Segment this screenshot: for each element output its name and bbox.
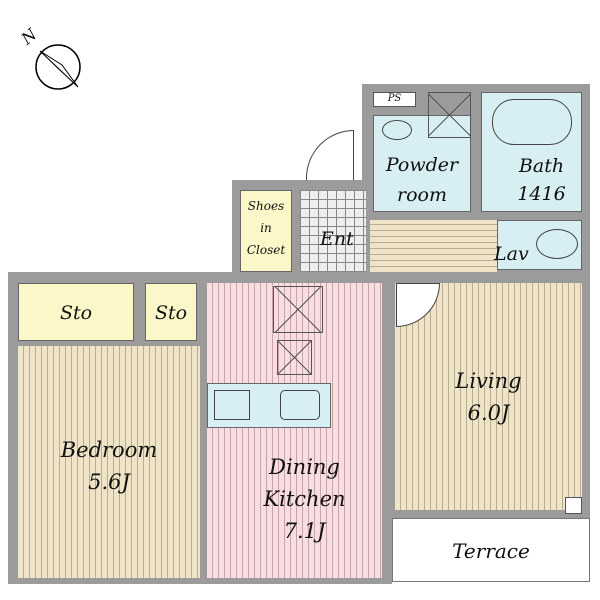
bathtub-icon	[492, 99, 572, 145]
storage-1: Sto	[18, 283, 134, 341]
living-size-label: 6.0J	[467, 401, 510, 425]
dining-label: Dining	[269, 455, 340, 479]
fridge-space	[273, 286, 323, 333]
bath-size-label: 1416	[517, 183, 566, 205]
range-hood	[277, 340, 312, 375]
powder-room-label-2: room	[397, 184, 447, 206]
storage-2: Sto	[145, 283, 197, 341]
entry-door[interactable]	[306, 130, 354, 180]
compass: N	[17, 25, 88, 95]
toilet-icon	[536, 229, 578, 259]
kitchen-counter	[207, 383, 331, 428]
bedroom: Bedroom 5.6J	[18, 346, 200, 578]
entrance: Ent	[300, 190, 366, 272]
closet-label: Closet	[246, 243, 286, 257]
powder-room-label: Powder	[385, 154, 459, 176]
compass-arrow-icon	[35, 44, 81, 90]
pipe-space: PS	[373, 92, 416, 107]
shower-box	[428, 92, 471, 138]
sink-icon	[382, 120, 412, 140]
lav-label: Lav	[494, 243, 529, 265]
living-label: Living	[455, 369, 522, 393]
ps-label: PS	[387, 93, 402, 104]
in-label: in	[260, 221, 272, 235]
shoes-closet: Shoes in Closet	[240, 190, 292, 272]
storage-1-label: Sto	[59, 302, 93, 324]
kitchen-sink-icon	[280, 390, 320, 420]
ent-label: Ent	[320, 228, 354, 250]
lavatory: Lav	[494, 220, 582, 270]
hallway	[370, 220, 497, 272]
stove-icon	[214, 390, 250, 420]
shoes-label: Shoes	[247, 199, 285, 213]
living: Living 6.0J	[395, 283, 582, 510]
kitchen-label: Kitchen	[263, 487, 346, 511]
terrace-label: Terrace	[452, 539, 530, 563]
bath: Bath 1416	[481, 92, 582, 212]
bedroom-label: Bedroom	[60, 438, 158, 462]
dk-size-label: 7.1J	[283, 519, 326, 543]
storage-2-label: Sto	[154, 302, 188, 324]
terrace: Terrace	[392, 518, 590, 582]
bedroom-size-label: 5.6J	[88, 470, 130, 494]
outlet-box	[565, 497, 582, 514]
bath-label: Bath	[518, 155, 565, 177]
